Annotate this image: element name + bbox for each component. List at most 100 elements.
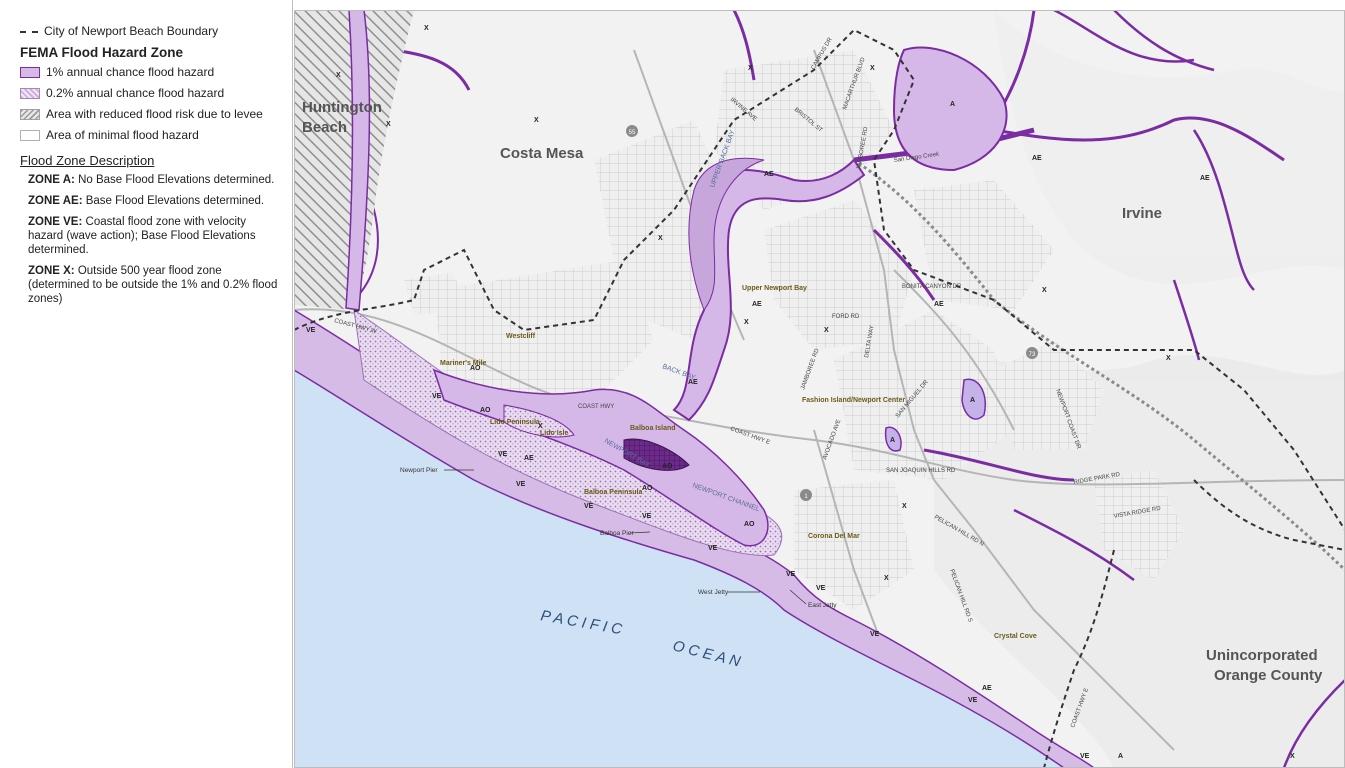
zone-label-ae: AE (688, 379, 698, 386)
toll-road-73 (853, 158, 1345, 572)
zone-label-x: X (386, 121, 391, 128)
road-delta: DELTA WAY (864, 325, 876, 358)
route-shield-73: 73 (1026, 347, 1038, 359)
zone-a-text: No Base Flood Elevations determined. (78, 174, 275, 186)
zone-label-ao: AO (470, 365, 481, 372)
zone-label-ao: AO (480, 407, 491, 414)
zone-ae-code: ZONE AE: (28, 195, 83, 207)
zone-label-ve: VE (306, 327, 316, 334)
zone-label-x: X (902, 503, 907, 510)
zone-label-x: X (534, 117, 539, 124)
place-costa-mesa: Costa Mesa (500, 145, 584, 162)
legend-row-minimal: Area of minimal flood hazard (20, 128, 280, 143)
label-balboa-pier: Balboa Pier (600, 530, 634, 537)
label-east-jetty: East Jetty (808, 602, 837, 609)
zone-label-ae: AE (1032, 155, 1042, 162)
zone-label-x: X (538, 423, 543, 430)
zone-label-a: A (970, 397, 975, 404)
legend-boundary-row: City of Newport Beach Boundary (20, 24, 280, 39)
road-ford: FORD RD (832, 314, 860, 320)
place-irvine: Irvine (1122, 205, 1162, 222)
nbhd-balboa-peninsula: Balboa Peninsula (584, 489, 642, 496)
zone-label-x: X (870, 65, 875, 72)
zone-ve-text: Coastal flood zone with velocity hazard … (28, 216, 256, 256)
city-boundary-east (1193, 479, 1345, 551)
zone-x-text: Outside 500 year flood zone (determined … (28, 265, 278, 305)
zone-label-x: X (744, 319, 749, 326)
zone-label-ve: VE (708, 545, 718, 552)
route-shield-1: 1 (800, 489, 812, 501)
zone-label-ae: AE (1200, 175, 1210, 182)
zone-label-x: X (884, 575, 889, 582)
zone-label-a: A (890, 437, 895, 444)
zone-ae-description: ZONE AE: Base Flood Elevations determine… (28, 194, 280, 208)
legend-label-levee: Area with reduced flood risk due to leve… (46, 107, 263, 121)
road-coast-hwy: COAST HWY (578, 404, 614, 410)
zone-label-ve: VE (516, 481, 526, 488)
zone-label-ve: VE (870, 631, 880, 638)
boundary-line-swatch (20, 30, 38, 33)
legend-description-title: Flood Zone Description (20, 153, 155, 168)
swatch-1pct (20, 67, 40, 78)
zone-label-x: X (1166, 355, 1171, 362)
flood-map[interactable]: 55 73 1 Huntington Beach Costa Mesa Irvi… (294, 10, 1345, 768)
santa-ana-river-ae (345, 10, 371, 311)
road-bonita: BONITA CANYON DR (902, 284, 962, 290)
place-orange-county: Orange County (1214, 667, 1323, 684)
city-boundary-south (1043, 549, 1115, 768)
nbhd-mariners-mile: Mariner's Mile (440, 360, 487, 367)
zone-label-ve: VE (816, 585, 826, 592)
nbhd-balboa-island: Balboa Island (630, 425, 676, 432)
zone-label-ve: VE (642, 513, 652, 520)
place-huntington: Huntington (302, 99, 382, 116)
zone-label-ao: AO (642, 485, 653, 492)
nbhd-lido-isle: Lido Isle (540, 430, 569, 437)
zone-label-x: X (824, 327, 829, 334)
nbhd-lido-peninsula: Lido Peninsula (490, 419, 540, 426)
zone-a-code: ZONE A: (28, 174, 75, 186)
zone-ve-description: ZONE VE: Coastal flood zone with velocit… (28, 215, 280, 257)
legend-row-levee: Area with reduced flood risk due to leve… (20, 107, 280, 122)
legend-row-02pct: 0.2% annual chance flood hazard (20, 86, 280, 101)
zone-label-ae: AE (524, 455, 534, 462)
nbhd-westcliff: Westcliff (506, 333, 536, 340)
map-legend: City of Newport Beach Boundary FEMA Floo… (8, 0, 293, 768)
place-beach: Beach (302, 119, 347, 136)
zone-a-description: ZONE A: No Base Flood Elevations determi… (28, 173, 280, 187)
zone-label-ve: VE (584, 503, 594, 510)
urban-street-grid (404, 50, 1184, 610)
legend-row-1pct: 1% annual chance flood hazard (20, 65, 280, 80)
zone-label-ve: VE (968, 697, 978, 704)
nbhd-fashion-island: Fashion Island/Newport Center (802, 397, 905, 404)
route-shield-55: 55 (626, 125, 638, 137)
zone-ve-code: ZONE VE: (28, 216, 83, 228)
zone-label-a: A (1118, 753, 1123, 760)
nbhd-upper-newport-bay: Upper Newport Bay (742, 285, 807, 292)
zone-label-ae: AE (934, 301, 944, 308)
zone-label-ve: VE (432, 393, 442, 400)
legend-label-minimal: Area of minimal flood hazard (46, 128, 199, 142)
zone-label-ae: AE (982, 685, 992, 692)
zone-a-pond-1 (961, 378, 986, 420)
swatch-02pct (20, 88, 40, 99)
swatch-minimal (20, 130, 40, 141)
svg-text:1: 1 (804, 494, 808, 500)
nbhd-corona-del-mar: Corona Del Mar (808, 533, 860, 540)
zone-label-ve: VE (1080, 753, 1090, 760)
label-west-jetty: West Jetty (698, 589, 729, 596)
road-san-joaquin: SAN JOAQUIN HILLS RD (886, 468, 956, 474)
upper-back-bay-ae (688, 157, 765, 312)
legend-boundary-label: City of Newport Beach Boundary (44, 24, 219, 38)
nbhd-crystal-cove: Crystal Cove (994, 633, 1037, 640)
zone-label-x: X (424, 25, 429, 32)
city-boundary (294, 28, 1345, 531)
zone-x-description: ZONE X: Outside 500 year flood zone (det… (28, 264, 280, 306)
balboa-island (623, 438, 690, 471)
label-newport-pier: Newport Pier (400, 467, 438, 474)
zone-label-ve: VE (498, 451, 508, 458)
zone-a-basin-north (892, 46, 1008, 172)
zone-a-pond-2 (884, 426, 902, 452)
zone-label-x: X (748, 65, 753, 72)
swatch-levee (20, 109, 40, 120)
svg-text:73: 73 (1029, 352, 1036, 358)
